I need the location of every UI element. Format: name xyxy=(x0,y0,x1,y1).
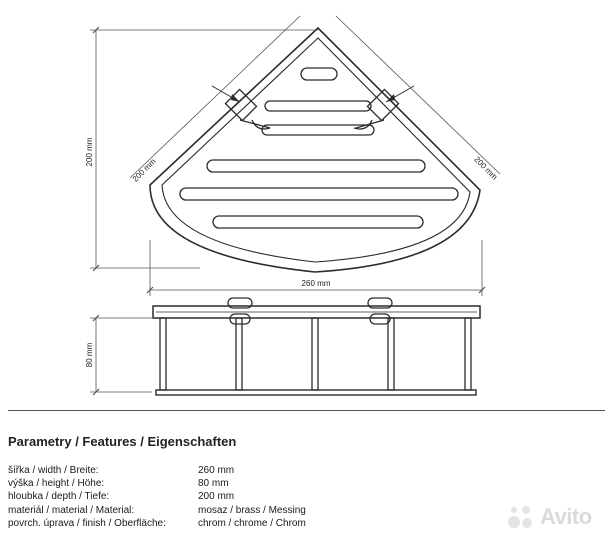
feature-label: materiál / material / Material: xyxy=(8,504,135,516)
front-bottom-rail xyxy=(155,389,477,396)
slot-3 xyxy=(206,159,426,173)
feature-row: povrch. úprava / finish / Oberfläche: ch… xyxy=(8,517,408,530)
bracket-right xyxy=(353,88,400,130)
feature-row: materiál / material / Material: mosaz / … xyxy=(8,504,408,517)
front-bracket-right xyxy=(367,297,393,325)
avito-logo-icon xyxy=(508,506,532,528)
section-divider xyxy=(8,410,605,411)
slot-2 xyxy=(261,124,375,136)
watermark-text: Avito xyxy=(540,504,592,529)
feature-label: šířka / width / Breite: xyxy=(8,465,99,476)
feature-row: výška / height / Höhe: 80 mm xyxy=(8,477,408,490)
slot-4 xyxy=(179,187,459,201)
shelf-inner-outline xyxy=(161,37,471,263)
dim-height-top: 200 mm xyxy=(85,137,94,166)
feature-label: povrch. úprava / finish / Oberfläche: xyxy=(8,517,166,529)
dim-right-side: 200 mm xyxy=(472,155,499,182)
front-bracket-left xyxy=(227,297,253,325)
feature-label: výška / height / Höhe: xyxy=(8,478,105,490)
features-table: šířka / width / Breite: 260 mm výška / h… xyxy=(8,464,408,530)
dim-height-front: 80 mm xyxy=(85,342,94,367)
bracket-left xyxy=(224,88,271,130)
feature-value: 80 mm xyxy=(198,478,229,490)
avito-watermark: Avito xyxy=(506,500,606,534)
front-view xyxy=(152,297,481,396)
feature-value: mosaz / brass / Messing xyxy=(198,504,306,516)
feature-value: 200 mm xyxy=(198,491,235,503)
slot-5 xyxy=(212,215,424,229)
dim-left-side: 200 mm xyxy=(131,157,158,184)
features-title: Parametry / Features / Eigenschaften xyxy=(8,434,237,449)
handle-slot xyxy=(300,67,338,81)
dimension-lines xyxy=(90,15,501,393)
top-view xyxy=(149,26,481,273)
feature-value: 260 mm xyxy=(198,465,235,476)
feature-row: hloubka / depth / Tiefe: 200 mm xyxy=(8,490,408,503)
technical-drawing: 200 mm 200 mm 200 mm 260 mm 80 mm xyxy=(85,15,501,396)
shelf-outline xyxy=(149,26,481,273)
feature-row: šířka / width / Breite: 260 mm xyxy=(8,464,408,477)
slot-1 xyxy=(264,100,372,112)
dimension-ticks xyxy=(92,26,486,396)
feature-label: hloubka / depth / Tiefe: xyxy=(8,491,110,503)
dim-width: 260 mm xyxy=(302,279,331,288)
feature-value: chrom / chrome / Chrom xyxy=(198,517,306,529)
